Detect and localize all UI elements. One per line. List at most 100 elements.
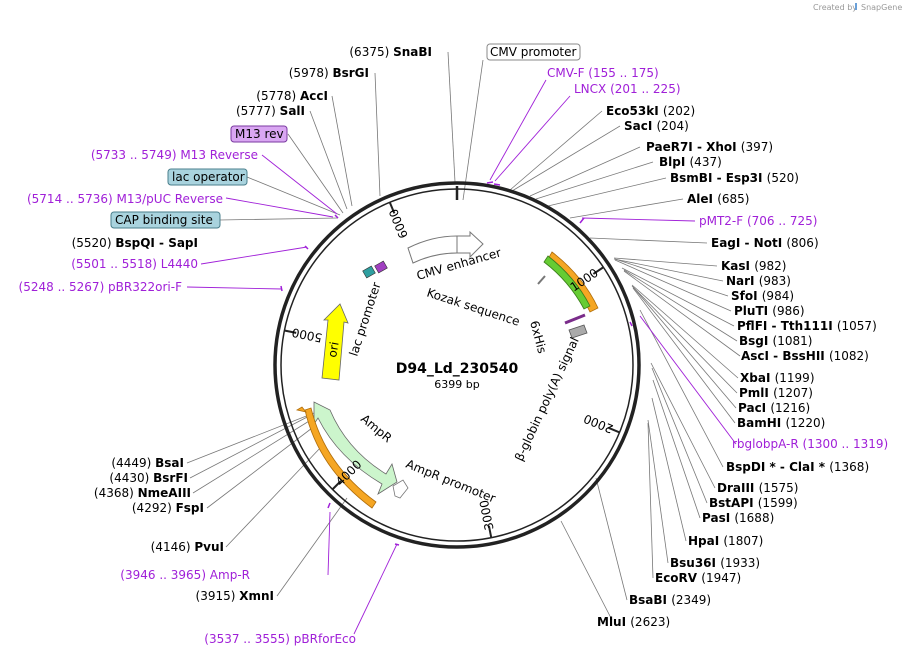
tick-label: 2000 xyxy=(582,411,616,436)
primer-label: pMT2-F (706 .. 725) xyxy=(699,214,817,228)
polya-box xyxy=(568,324,588,339)
box-cmv-promoter xyxy=(486,43,581,61)
primer-mark-pbrforeco xyxy=(394,543,400,546)
enzyme-label: NarI (983) xyxy=(726,274,791,288)
primer-label: (5248 .. 5267) pBR322ori-F xyxy=(19,280,183,294)
enzyme-label: DraIII (1575) xyxy=(717,481,798,495)
enzyme-label: (5520) BspQI - SapI xyxy=(72,236,198,250)
enzyme-label: (4368) NmeAIII xyxy=(94,486,191,500)
tick-marks xyxy=(284,201,620,538)
primer-mark-lncx xyxy=(493,183,501,186)
enzyme-label: (6375) SnaBI xyxy=(349,45,432,59)
ampr-orf-arrow xyxy=(304,407,377,509)
enzyme-label: (4146) PvuI xyxy=(151,540,224,554)
primer-mark-pbr322ori xyxy=(280,285,283,292)
box-cmv-promoter-text: CMV promoter xyxy=(490,45,577,59)
enzyme-label: AscI - BssHII (1082) xyxy=(741,349,869,363)
boxed-labels: CMV promoter M13 rev lac operator CAP bi… xyxy=(110,43,581,229)
box-lac-operator xyxy=(167,168,248,186)
feature-6xhis: 6xHis xyxy=(527,319,549,355)
enzyme-label: PflFI - Tth111I (1057) xyxy=(737,319,877,333)
enzyme-label: PacI (1216) xyxy=(738,401,810,415)
enzyme-label: EcoRV (1947) xyxy=(655,571,741,585)
enzyme-label: BsaBI (2349) xyxy=(629,593,711,607)
enzyme-label: EagI - NotI (806) xyxy=(711,236,819,250)
enzyme-label: BspDI * - ClaI * (1368) xyxy=(726,460,869,474)
kozak-mark xyxy=(537,275,546,285)
ampr-arrow xyxy=(313,401,398,495)
enzyme-label: BsmBI - Esp3I (520) xyxy=(670,171,799,185)
tick-label: 3000 xyxy=(477,499,497,532)
enzyme-label: BamHI (1220) xyxy=(737,416,825,430)
enzyme-labels: (6375) SnaBI (5978) BsrGI (5778) AccI(5777… xyxy=(72,45,877,629)
enzyme-label: BlpI (437) xyxy=(659,155,722,169)
box-cap-binding-site xyxy=(110,211,221,229)
enzyme-label: (3915) XmnI xyxy=(196,589,274,603)
plasmid-name: D94_Ld_230540 xyxy=(396,361,519,377)
primer-labels: CMV-F (155 .. 175)LNCX (201 .. 225)pMT2-… xyxy=(19,66,889,646)
snapgene-logo-icon xyxy=(855,3,857,10)
primer-mark-rbglobpa xyxy=(629,321,633,327)
credit-brand: SnapGene xyxy=(861,3,902,12)
enzyme-label: HpaI (1807) xyxy=(688,534,763,548)
enzyme-label: BstAPI (1599) xyxy=(709,496,798,510)
enzyme-label: (4449) BsaI xyxy=(111,456,184,470)
box-m13-rev-text: M13 rev xyxy=(235,127,284,141)
enzyme-label: (4292) FspI xyxy=(132,501,204,515)
primer-label: (3537 .. 3555) pBRforEco xyxy=(204,632,356,646)
tick-label: 5000 xyxy=(291,325,324,345)
enzyme-label: XbaI (1199) xyxy=(740,371,815,385)
primer-mark-cmv-f xyxy=(486,181,494,184)
enzyme-label: MluI (2623) xyxy=(597,615,670,629)
plasmid-backbone xyxy=(273,181,641,549)
enzyme-label: (5777) SalI xyxy=(236,104,305,118)
feature-ampr-promoter: AmpR promoter xyxy=(404,457,498,506)
tick-mark xyxy=(331,480,342,491)
feature-ampr: AmpR xyxy=(358,412,394,446)
primer-label: rbglobpA-R (1300 .. 1319) xyxy=(732,437,888,451)
enzyme-label: (4430) BsrFI xyxy=(109,471,188,485)
plasmid-length: 6399 bp xyxy=(434,378,479,391)
tick-mark xyxy=(608,426,620,434)
primer-label: LNCX (201 .. 225) xyxy=(574,82,681,96)
primer-leader-lines xyxy=(186,79,737,635)
primer-label: (5733 .. 5749) M13 Reverse xyxy=(91,148,258,162)
enzyme-label: SacI (204) xyxy=(624,119,689,133)
enzyme-label: PmlI (1207) xyxy=(739,386,813,400)
feature-kozak: Kozak sequence xyxy=(425,286,521,329)
enzyme-label: PaeR7I - XhoI (397) xyxy=(646,140,773,154)
primer-label: (5714 .. 5736) M13/pUC Reverse xyxy=(27,192,223,206)
enzyme-label: BsgI (1081) xyxy=(739,334,812,348)
box-lac-operator-text: lac operator xyxy=(172,170,245,184)
enzyme-label: SfoI (984) xyxy=(731,289,794,303)
his-tag-mark xyxy=(564,313,586,325)
green-cds-arrow xyxy=(543,255,591,310)
primer-mark-l4440 xyxy=(304,245,309,250)
enzyme-label: PluTI (986) xyxy=(734,304,805,318)
tick-mark xyxy=(487,525,493,538)
ampr-promoter-arrow xyxy=(392,479,409,499)
feature-ori: ori xyxy=(325,341,341,359)
cmv-enhancer-arrow xyxy=(407,230,484,264)
enzyme-label: (5778) AccI xyxy=(256,89,328,103)
ori-arrow xyxy=(321,303,349,381)
feature-polya: β-globin poly(A) signal xyxy=(512,335,582,463)
tick-mark xyxy=(592,266,604,275)
features xyxy=(295,230,599,509)
primer-mark-pmt2f xyxy=(579,217,585,224)
enzyme-label: AleI (685) xyxy=(687,192,749,206)
enzyme-label: Eco53kI (202) xyxy=(606,104,695,118)
feature-lac-promoter: lac promoter xyxy=(347,281,384,358)
primer-label: (3946 .. 3965) Amp-R xyxy=(120,568,250,582)
primer-marks xyxy=(280,181,633,546)
enzyme-label: (5978) BsrGI xyxy=(289,66,369,80)
primer-mark-m13rev xyxy=(334,214,339,219)
enzyme-label: Bsu36I (1933) xyxy=(670,556,760,570)
tick-label: 6000 xyxy=(386,207,411,241)
enzyme-label: PasI (1688) xyxy=(702,511,774,525)
tick-mark xyxy=(284,329,297,334)
leader-lines xyxy=(186,51,741,621)
m13-box xyxy=(374,260,388,274)
